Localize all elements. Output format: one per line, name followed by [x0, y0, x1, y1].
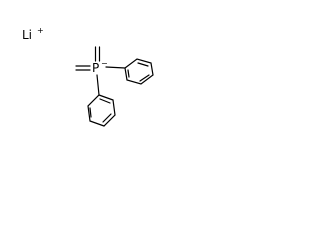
phosphorus-atom: P − [92, 59, 108, 75]
lithium-cation: Li + [22, 26, 44, 42]
p-phenyl-bond-lower [96, 74, 100, 96]
lithium-symbol: Li [22, 28, 32, 42]
phosphorus-symbol: P [92, 61, 99, 75]
phenyl-ring-lower [87, 94, 116, 127]
lithium-charge: + [37, 26, 44, 35]
p-phenyl-bond-right [105, 66, 126, 69]
methylidene-bond-left [75, 65, 91, 71]
phenyl-ring-right [124, 58, 154, 85]
phosphorus-charge: − [101, 59, 108, 68]
structure-diagram: Li + P − [22, 26, 154, 127]
methylidene-bond-upper [94, 46, 101, 62]
